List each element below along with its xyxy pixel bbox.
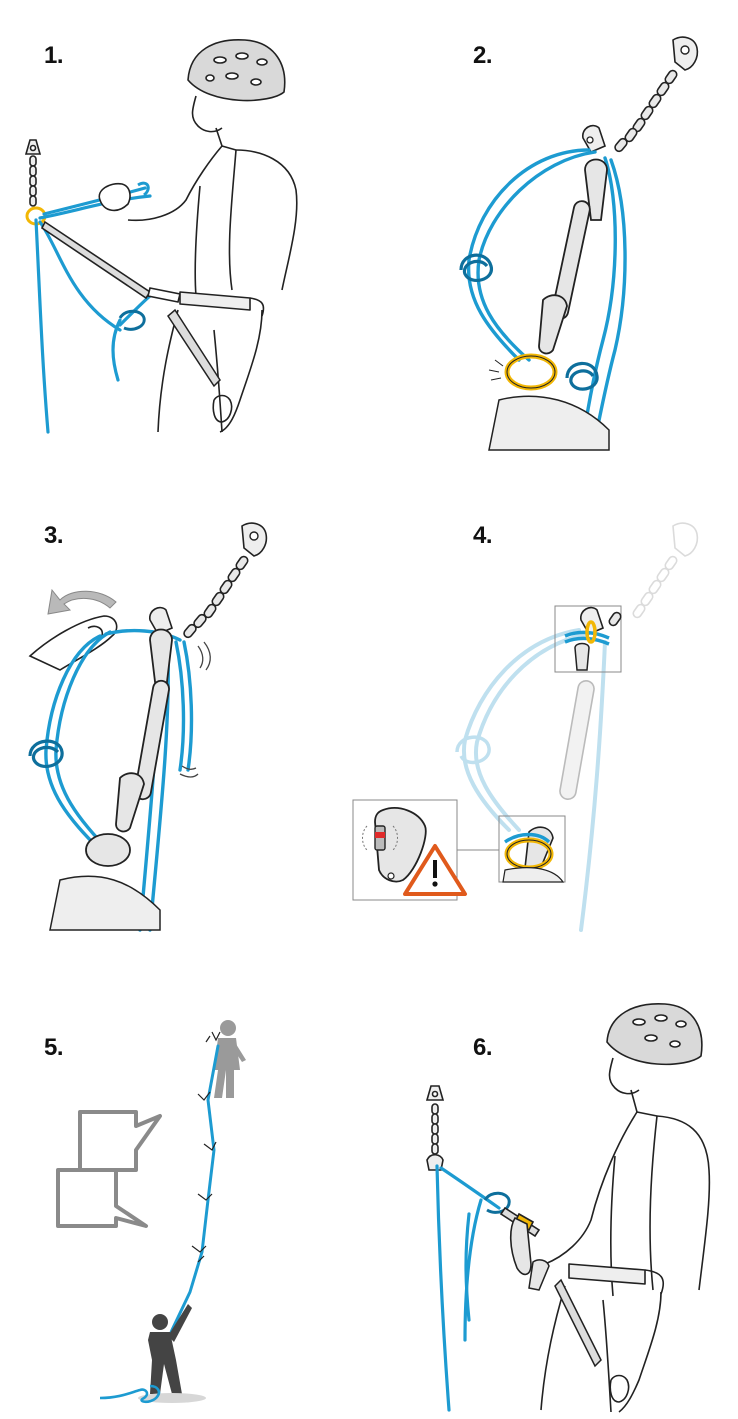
step-4-panel: 4. bbox=[352, 470, 738, 940]
rope-faded bbox=[461, 628, 607, 932]
rope-route bbox=[158, 1044, 220, 1362]
step-number: 3. bbox=[44, 522, 64, 549]
locking-carabiner-icon bbox=[362, 807, 427, 883]
anchor-chain bbox=[425, 1085, 445, 1155]
hand bbox=[28, 615, 118, 671]
anchor-chain bbox=[24, 139, 42, 207]
click-indicator bbox=[488, 359, 504, 381]
locking-carabiner bbox=[85, 833, 131, 867]
step-2-panel: 2. bbox=[369, 0, 738, 451]
step-number: 2. bbox=[473, 42, 493, 69]
harness-belay-loop bbox=[49, 875, 161, 931]
figure-eight-knot bbox=[459, 253, 493, 283]
step-number: 4. bbox=[473, 522, 493, 549]
step-5-illustration bbox=[56, 1020, 246, 1404]
step-number: 6. bbox=[473, 1034, 493, 1061]
rope bbox=[435, 1164, 501, 1412]
speech-bubble-icon bbox=[56, 1168, 148, 1228]
warning-triangle-icon bbox=[403, 844, 467, 896]
rope bbox=[466, 148, 627, 442]
step-3-illustration bbox=[28, 522, 268, 932]
figure-eight-knot bbox=[28, 739, 64, 769]
rope bbox=[34, 186, 152, 434]
bottom-climber bbox=[148, 1304, 192, 1394]
step-6-illustration bbox=[425, 1003, 711, 1413]
step-5-panel: 5. bbox=[0, 1000, 369, 1419]
top-climber bbox=[214, 1020, 246, 1098]
carabiner bbox=[115, 628, 173, 833]
pull-arrow-icon bbox=[47, 588, 117, 615]
anchor-chain bbox=[614, 69, 678, 153]
carabiner bbox=[538, 158, 608, 355]
climber-figure bbox=[98, 39, 298, 433]
figure-eight-knot bbox=[565, 361, 599, 391]
step-6-panel: 6. bbox=[369, 1000, 738, 1419]
step-1-panel: 1. bbox=[0, 0, 369, 450]
step-4-illustration bbox=[352, 522, 699, 932]
climber-figure bbox=[540, 1003, 711, 1413]
detail-box-top bbox=[554, 605, 622, 673]
step-1-illustration bbox=[24, 39, 298, 434]
step-number: 5. bbox=[44, 1034, 64, 1061]
lanyard bbox=[40, 220, 181, 303]
speech-bubble-icon bbox=[78, 1110, 162, 1172]
step-number: 1. bbox=[44, 42, 64, 69]
anchor-chain bbox=[183, 555, 249, 639]
harness-belay-loop bbox=[488, 395, 610, 451]
leg-strap bbox=[167, 308, 221, 388]
step-2-illustration bbox=[459, 36, 699, 451]
step-3-panel: 3. bbox=[0, 470, 369, 940]
rope-pile bbox=[99, 1384, 161, 1404]
motion-marks bbox=[179, 641, 211, 778]
quickdraw bbox=[191, 1091, 217, 1263]
leg-strap bbox=[554, 1278, 602, 1368]
lanyard bbox=[499, 1206, 541, 1276]
